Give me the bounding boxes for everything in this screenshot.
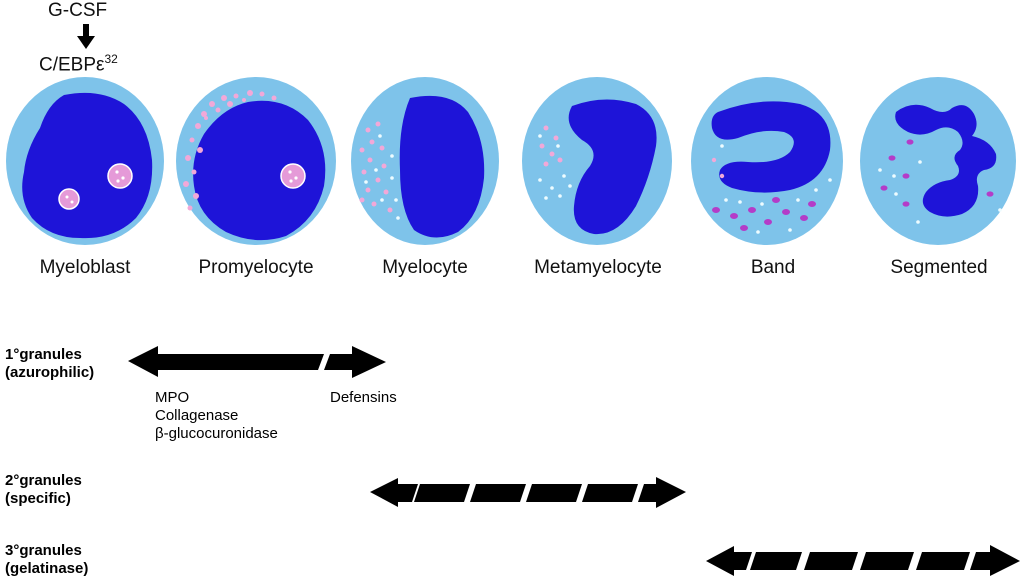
stage-label-metamyelocyte: Metamyelocyte (534, 257, 662, 278)
primary-granules-label: 1°granules (azurophilic) (5, 346, 95, 381)
stage-label-band: Band (750, 257, 796, 278)
stage-label-myelocyte: Myelocyte (382, 257, 468, 278)
defensins-label: Defensins (330, 389, 397, 406)
myelocyte-cell (351, 77, 499, 245)
stage-label-promyelocyte: Promyelocyte (198, 257, 314, 278)
granule-arrows (128, 346, 1020, 576)
promyelocyte-cell (176, 77, 336, 245)
cebp-reference: 32 (104, 52, 118, 66)
tertiary-granules-label: 3°granules (gelatinase) (5, 542, 89, 577)
primary-granule-arrow (128, 346, 386, 378)
primary-granule-contents: MPO Collagenase β-glucocuronidase (155, 389, 278, 442)
tertiary-granule-arrow (706, 545, 1020, 576)
cebp-label: C/EBPε32 (39, 52, 118, 76)
stage-label-segmented: Segmented (890, 257, 988, 278)
metamyelocyte-cell (522, 77, 672, 245)
band-cell (691, 77, 843, 245)
secondary-granule-arrow (370, 477, 686, 508)
cells-illustration (6, 77, 1016, 245)
down-arrow-icon (77, 24, 95, 49)
segmented-cell (860, 77, 1016, 245)
secondary-granules-label: 2°granules (specific) (5, 472, 82, 507)
gcsf-label: G-CSF (48, 0, 108, 21)
stage-label-myeloblast: Myeloblast (39, 257, 131, 278)
myeloblast-cell (6, 77, 164, 245)
